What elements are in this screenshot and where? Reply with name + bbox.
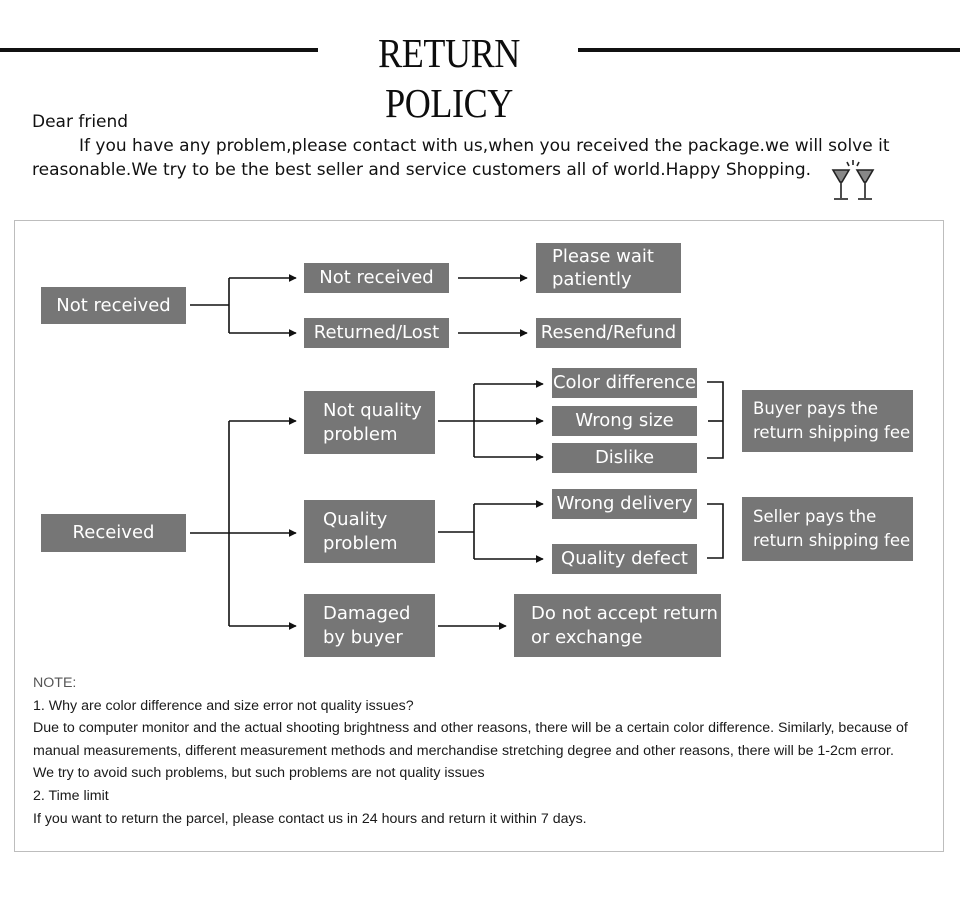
- node-color-difference: Color difference: [552, 368, 697, 398]
- page-title: RETURN POLICY: [378, 30, 520, 126]
- node-returned-lost: Returned/Lost: [304, 318, 449, 348]
- node-quality-defect: Quality defect: [552, 544, 697, 574]
- note-answer-1-line-1: Due to computer monitor and the actual s…: [33, 720, 908, 737]
- node-wrong-size: Wrong size: [552, 406, 697, 436]
- node-wrong-delivery: Wrong delivery: [552, 489, 697, 519]
- node-please-wait: Please wait patiently: [536, 243, 681, 293]
- node-not-received-root: Not received: [41, 287, 186, 324]
- node-resend-refund: Resend/Refund: [536, 318, 681, 348]
- note-answer-2: If you want to return the parcel, please…: [33, 810, 587, 827]
- node-do-not-accept: Do not accept return or exchange: [514, 594, 721, 657]
- note-answer-1-line-2: manual measurements, different measureme…: [33, 742, 894, 759]
- node-damaged-by-buyer: Damaged by buyer: [304, 594, 435, 657]
- champagne-glasses-icon: [831, 160, 875, 200]
- note-answer-1-line-3: We try to avoid such problems, but such …: [33, 765, 485, 782]
- policy-panel: [14, 220, 944, 852]
- node-buyer-pays: Buyer pays the return shipping fee: [742, 390, 913, 452]
- header-rule-right: [578, 48, 960, 52]
- node-seller-pays: Seller pays the return shipping fee: [742, 497, 913, 561]
- node-not-quality-problem: Not quality problem: [304, 391, 435, 454]
- note-question-2: 2. Time limit: [33, 787, 109, 804]
- node-quality-problem: Quality problem: [304, 500, 435, 563]
- notes-section: NOTE: 1. Why are color difference and si…: [33, 672, 938, 830]
- node-received-root: Received: [41, 514, 186, 552]
- notes-heading: NOTE:: [33, 675, 77, 691]
- node-dislike: Dislike: [552, 443, 697, 473]
- greeting: Dear friend: [32, 112, 129, 132]
- node-not-received: Not received: [304, 263, 449, 293]
- note-question-1: 1. Why are color difference and size err…: [33, 697, 414, 714]
- header-rule-left: [0, 48, 318, 52]
- intro-message: If you have any problem,please contact w…: [32, 136, 890, 180]
